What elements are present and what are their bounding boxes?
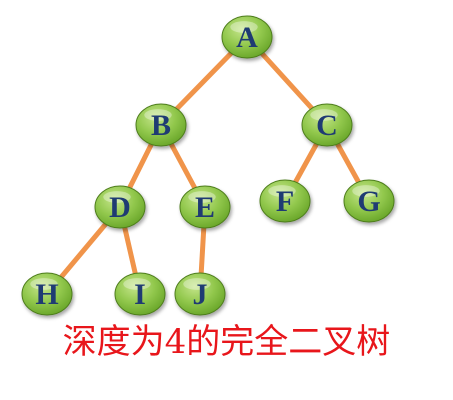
tree-node-C: C [301, 103, 353, 147]
tree-node-A: A [221, 15, 273, 59]
node-circle [179, 185, 231, 229]
node-circle [114, 272, 166, 316]
node-highlight [188, 191, 216, 203]
node-label-I: I [134, 278, 146, 311]
node-highlight [123, 278, 151, 290]
node-highlight [352, 185, 380, 197]
node-highlight [310, 109, 338, 121]
node-highlight [230, 21, 258, 33]
node-highlight [183, 278, 211, 290]
tree-node-E: E [179, 185, 231, 229]
node-circle [301, 103, 353, 147]
tree-node-B: B [135, 103, 187, 147]
node-circle [221, 15, 273, 59]
tree-node-I: I [114, 272, 166, 316]
node-label-J: J [193, 278, 208, 311]
node-highlight [144, 109, 172, 121]
node-label-B: B [151, 109, 171, 142]
tree-node-J: J [174, 272, 226, 316]
node-highlight [268, 185, 296, 197]
node-label-D: D [109, 191, 131, 224]
node-highlight [30, 278, 58, 290]
node-label-H: H [35, 278, 58, 311]
node-highlight [103, 191, 131, 203]
diagram-caption: 深度为4的完全二叉树 [62, 322, 391, 362]
node-circle [259, 179, 311, 223]
tree-nodes: A B C D E F G H I J [21, 15, 395, 316]
node-label-G: G [357, 185, 380, 218]
tree-node-G: G [343, 179, 395, 223]
node-label-F: F [276, 185, 294, 218]
node-circle [94, 185, 146, 229]
node-circle [343, 179, 395, 223]
tree-node-D: D [94, 185, 146, 229]
node-circle [21, 272, 73, 316]
node-circle [135, 103, 187, 147]
node-label-C: C [316, 109, 338, 142]
tree-edges [44, 34, 372, 297]
tree-node-H: H [21, 272, 73, 316]
node-circle [174, 272, 226, 316]
node-label-A: A [236, 21, 258, 54]
node-label-E: E [195, 191, 215, 224]
tree-node-F: F [259, 179, 311, 223]
